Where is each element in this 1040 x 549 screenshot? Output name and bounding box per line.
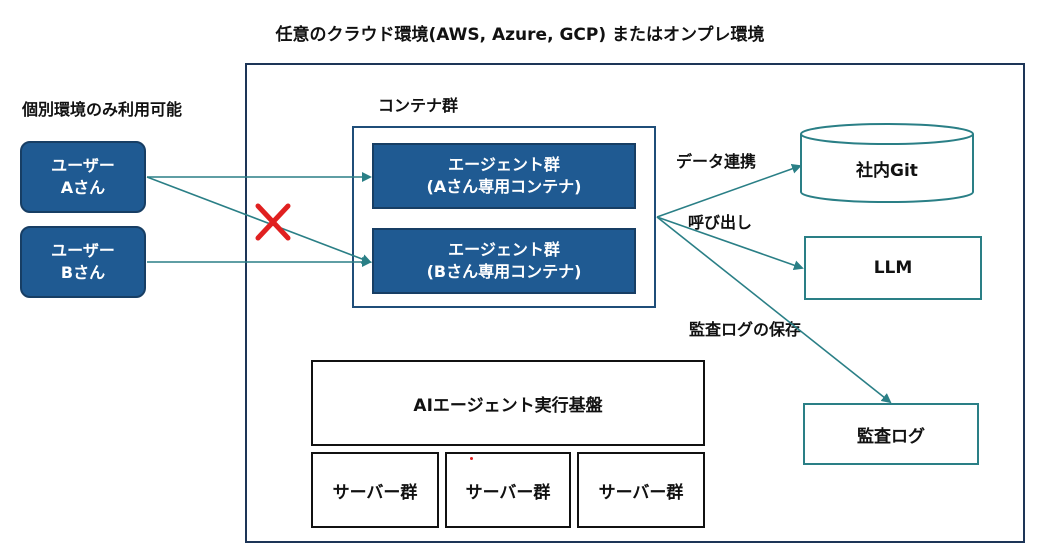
platform-box: AIエージェント実行基盤: [311, 360, 705, 446]
llm-box: LLM: [804, 236, 982, 300]
user-a-line1: ユーザー: [51, 156, 115, 175]
llm-label: LLM: [873, 258, 913, 278]
platform-label: AIエージェント実行基盤: [413, 395, 603, 416]
agent-b-line2: (Bさん専用コンテナ): [426, 262, 582, 281]
container-group-label: コンテナ群: [378, 96, 459, 115]
git-cylinder-icon: [800, 123, 974, 203]
arrow-userA-agentB: [146, 176, 372, 264]
call-label: 呼び出し: [688, 213, 753, 232]
user-a-line2: Aさん: [60, 178, 106, 197]
audit-log-label: 監査ログ: [857, 426, 925, 447]
arrow-to-git: [656, 163, 802, 218]
git-label: 社内Git: [856, 161, 918, 181]
server-label-3: サーバー群: [598, 482, 684, 503]
agent-a-box: エージェント群 (Aさん専用コンテナ): [372, 143, 636, 209]
audit-save-label: 監査ログの保存: [689, 320, 802, 339]
audit-log-box: 監査ログ: [803, 403, 979, 465]
user-a-box: ユーザー Aさん: [20, 141, 146, 213]
server-label-2: サーバー群: [465, 482, 551, 503]
environment-frame: [245, 63, 1025, 543]
diagram-title: 任意のクラウド環境(AWS, Azure, GCP) またはオンプレ環境: [275, 25, 765, 45]
server-box-3: サーバー群: [577, 452, 705, 528]
data-link-label: データ連携: [676, 152, 757, 171]
server-box-2: サーバー群: [445, 452, 571, 528]
arrow-to-audit: [656, 216, 892, 404]
agent-a-line1: エージェント群: [448, 155, 560, 174]
agent-b-line1: エージェント群: [448, 240, 560, 259]
agent-a-line2: (Aさん専用コンテナ): [426, 177, 582, 196]
user-b-line2: Bさん: [60, 263, 106, 282]
deny-x-icon: [255, 203, 291, 241]
individual-env-note: 個別環境のみ利用可能: [22, 100, 183, 119]
arrow-to-llm: [656, 216, 804, 271]
user-b-line1: ユーザー: [51, 241, 115, 260]
server-label-1: サーバー群: [332, 482, 418, 503]
user-b-box: ユーザー Bさん: [20, 226, 146, 298]
agent-b-box: エージェント群 (Bさん専用コンテナ): [372, 228, 636, 294]
server-box-1: サーバー群: [311, 452, 439, 528]
red-dot: [470, 457, 473, 460]
